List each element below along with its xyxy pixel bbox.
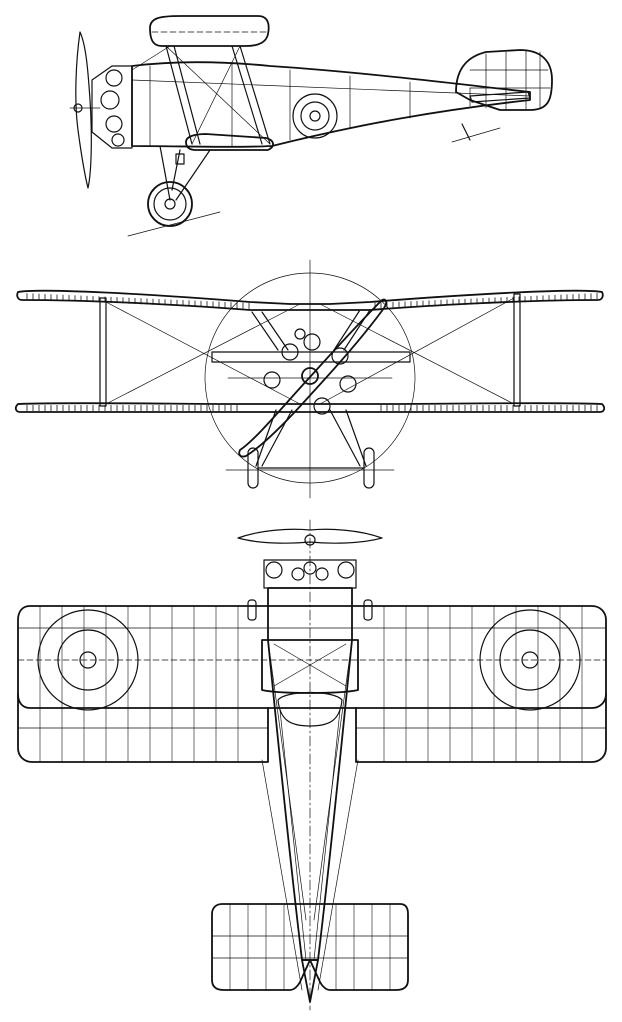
side-undercarriage <box>127 145 221 237</box>
front-upper-wing <box>16 289 604 311</box>
plan-upper-wing <box>17 599 607 711</box>
side-lower-wing <box>185 133 274 151</box>
side-view <box>69 15 553 237</box>
side-upper-wing <box>149 15 270 47</box>
side-tail <box>451 49 553 143</box>
plan-lower-wing <box>17 693 607 763</box>
plan-view <box>17 519 607 1011</box>
front-fuselage <box>211 309 411 415</box>
front-undercarriage <box>225 409 395 489</box>
front-propeller-blade <box>238 298 388 458</box>
side-propeller <box>69 31 101 189</box>
side-struts <box>131 45 271 145</box>
plan-fuselage <box>267 519 353 1011</box>
side-engine <box>91 65 133 149</box>
front-lower-wing <box>14 402 606 413</box>
front-view <box>14 259 606 499</box>
plan-engine <box>263 559 357 589</box>
side-fuselage <box>131 61 531 148</box>
plan-tailplane <box>211 759 409 1003</box>
